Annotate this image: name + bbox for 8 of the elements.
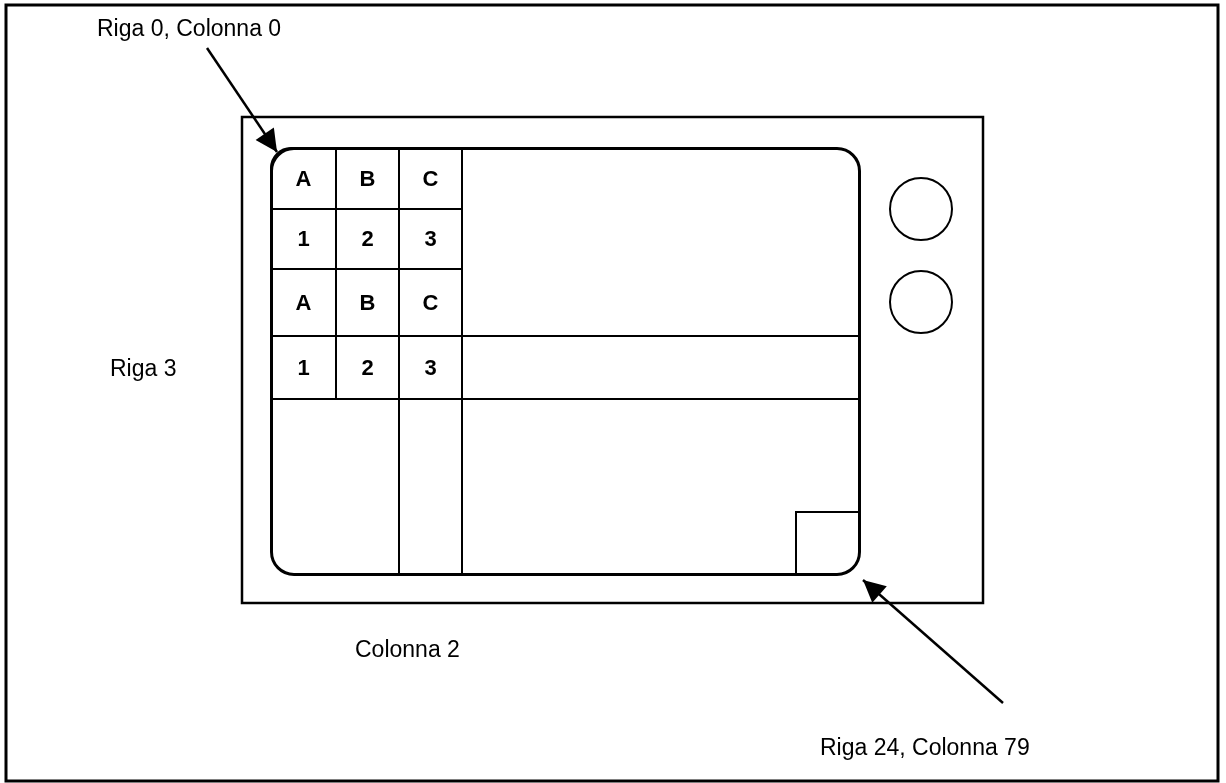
axis-label: Colonna 2: [355, 635, 460, 663]
arrow: [862, 579, 1004, 704]
grid-cell: 3: [398, 335, 463, 400]
arrow: [205, 47, 279, 153]
callout-label: Riga 24, Colonna 79: [820, 733, 1030, 761]
axis-label: Riga 3: [110, 354, 177, 382]
callout-label: Riga 0, Colonna 0: [97, 14, 282, 42]
screen: [270, 147, 861, 576]
